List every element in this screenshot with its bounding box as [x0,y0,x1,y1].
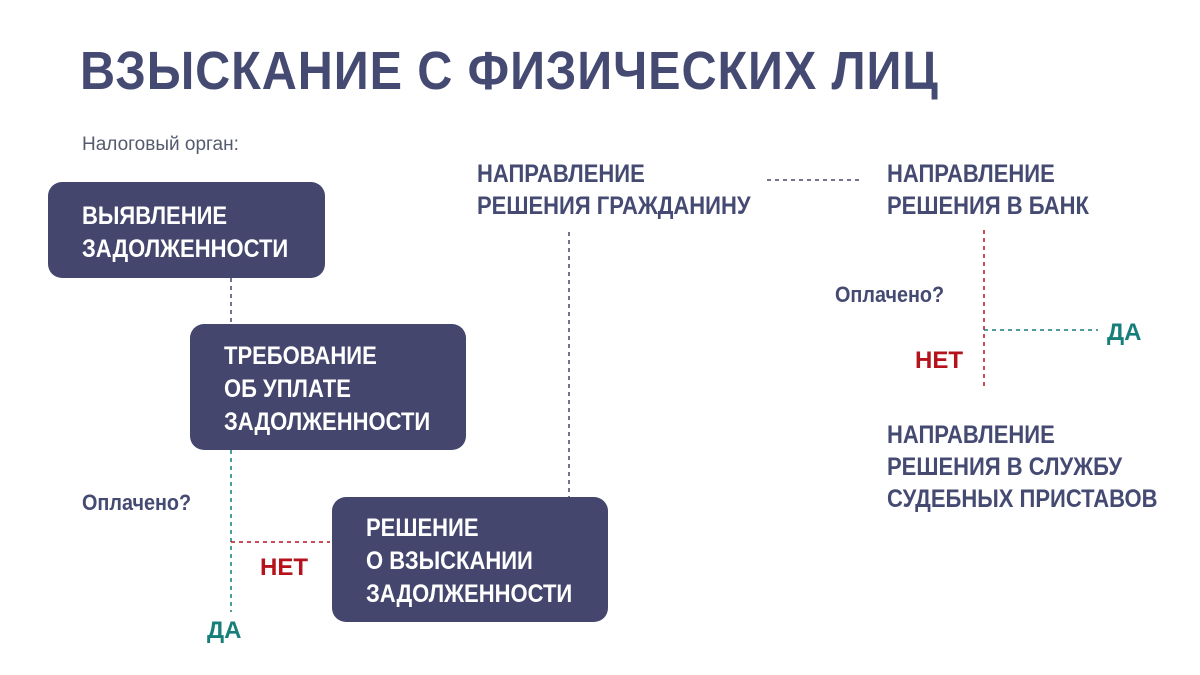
box-detect-line-1: ВЫЯВЛЕНИЕ [82,202,228,230]
box-detect-debt: ВЫЯВЛЕНИЕ ЗАДОЛЖЕННОСТИ [48,182,325,278]
step-citizen-line-2: РЕШЕНИЯ ГРАЖДАНИНУ [477,192,751,220]
box-demand-line-2: ОБ УПЛАТЕ [224,375,351,403]
step-citizen-line-1: НАПРАВЛЕНИЕ [477,160,645,188]
box-decision-line-3: ЗАДОЛЖЕННОСТИ [366,580,573,608]
step-bailiffs-line-2: РЕШЕНИЯ В СЛУЖБУ [887,453,1123,481]
step-bank-line-1: НАПРАВЛЕНИЕ [887,160,1055,188]
step-send-to-bailiffs: НАПРАВЛЕНИЕ РЕШЕНИЯ В СЛУЖБУ СУДЕБНЫХ ПР… [887,419,1194,515]
page-title: ВЗЫСКАНИЕ С ФИЗИЧЕСКИХ ЛИЦ [80,41,939,101]
step-send-to-citizen: НАПРАВЛЕНИЕ РЕШЕНИЯ ГРАЖДАНИНУ [477,158,788,222]
question-paid-right: Оплачено? [835,282,945,307]
step-bank-line-2: РЕШЕНИЯ В БАНК [887,192,1089,220]
answer-no-right: НЕТ [915,347,963,374]
subtitle: Налоговый орган: [82,134,239,155]
box-payment-demand: ТРЕБОВАНИЕ ОБ УПЛАТЕ ЗАДОЛЖЕННОСТИ [190,324,466,450]
box-demand-line-3: ЗАДОЛЖЕННОСТИ [224,408,431,436]
answer-no-left: НЕТ [260,554,308,581]
step-bailiffs-line-1: НАПРАВЛЕНИЕ [887,421,1055,449]
answer-yes-left: ДА [207,617,242,644]
box-decision-line-1: РЕШЕНИЕ [366,514,479,542]
box-collection-decision: РЕШЕНИЕ О ВЗЫСКАНИИ ЗАДОЛЖЕННОСТИ [332,497,608,622]
box-decision-line-2: О ВЗЫСКАНИИ [366,547,533,575]
box-detect-line-2: ЗАДОЛЖЕННОСТИ [82,235,289,263]
question-paid-left: Оплачено? [82,490,192,515]
step-send-to-bank: НАПРАВЛЕНИЕ РЕШЕНИЯ В БАНК [887,158,1116,222]
box-demand-line-1: ТРЕБОВАНИЕ [224,342,377,370]
answer-yes-right: ДА [1107,319,1142,346]
step-bailiffs-line-3: СУДЕБНЫХ ПРИСТАВОВ [887,485,1158,513]
